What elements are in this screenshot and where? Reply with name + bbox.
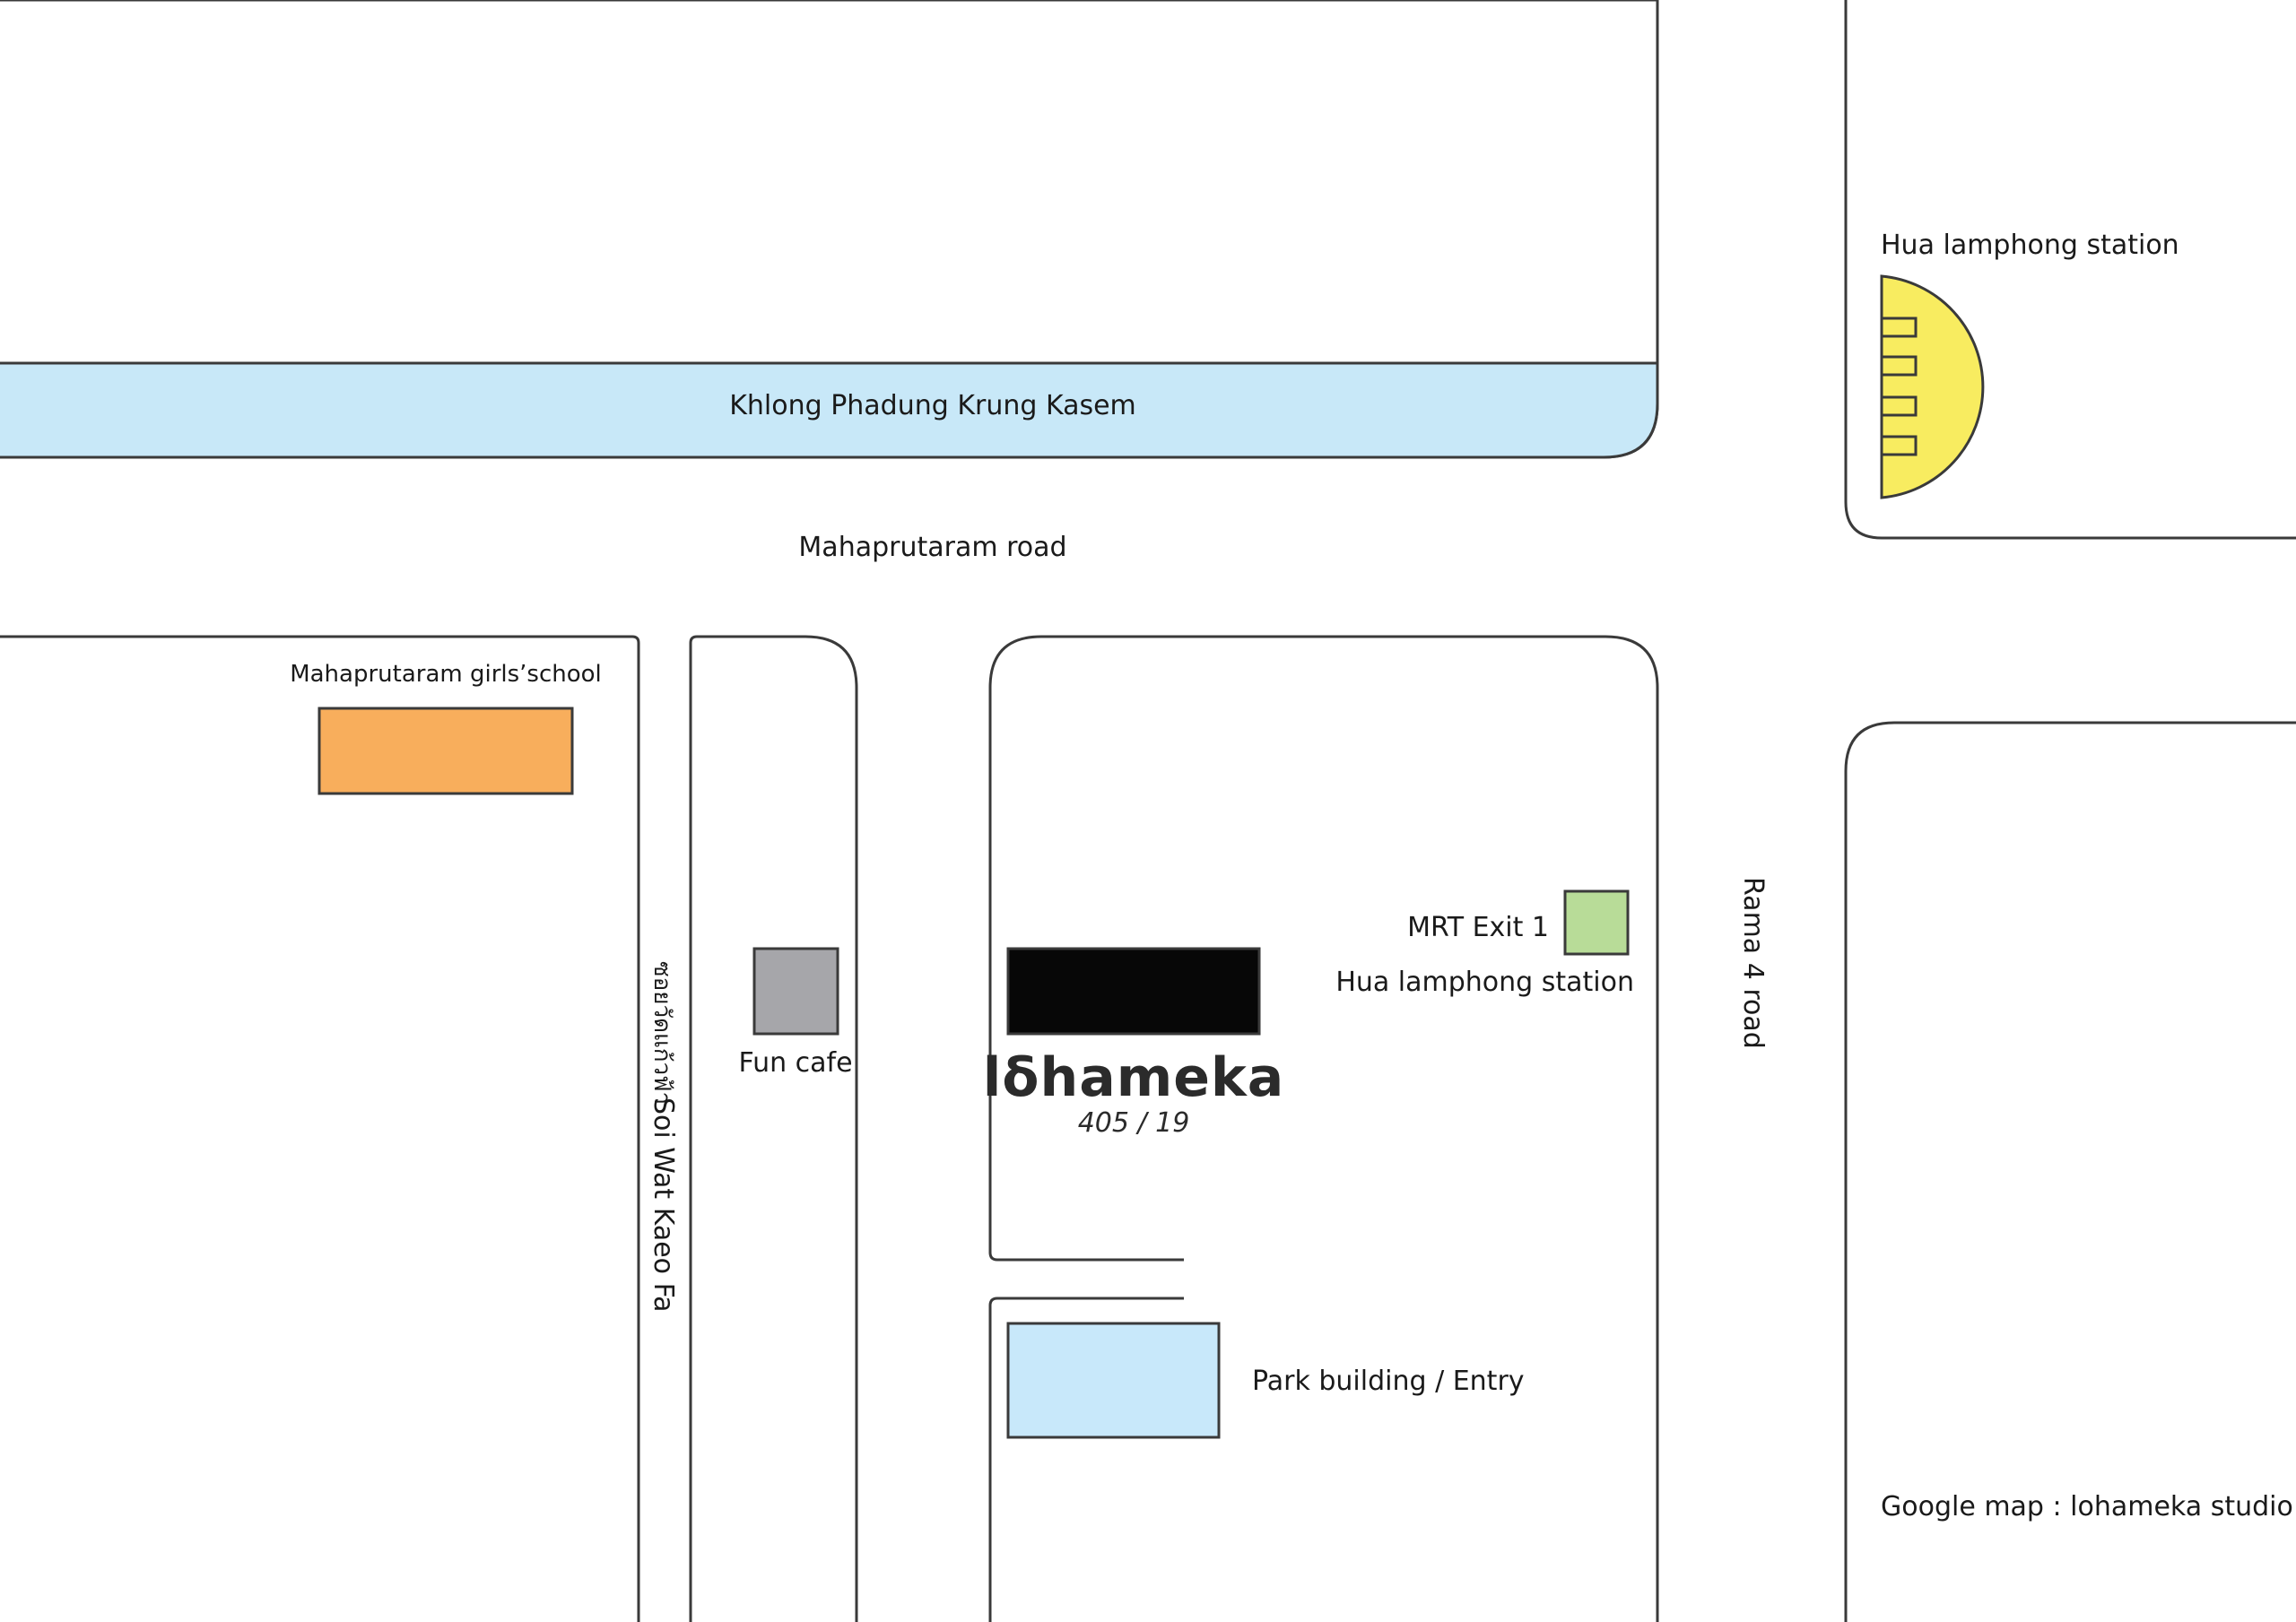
station-label-top: Hua lamphong station (1881, 230, 2179, 261)
soi-label: ซอยวัดแก้วฟ้า Soi Wat Kaeo Fa (648, 961, 679, 1312)
mrt-exit-marker (1563, 889, 1630, 956)
canal-label: Khlong Phadung Krung Kasem (729, 390, 1136, 421)
cafe-building (752, 947, 839, 1036)
park-label: Park building / Entry (1252, 1366, 1525, 1397)
mrt-exit-label: MRT Exit 1 (1407, 912, 1549, 943)
canal (0, 361, 1659, 459)
soi-label-thai: ซอยวัดแก้วฟ้า (648, 961, 675, 1105)
mrt-station-label: Hua lamphong station (1335, 967, 1634, 998)
soi-label-en: Soi Wat Kaeo Fa (648, 1097, 679, 1312)
block-cafe (689, 635, 858, 1622)
rama-road-label: Rama 4 road (1737, 877, 1769, 1049)
metro-station-icon (1880, 274, 1985, 499)
main-road-label: Mahaprutaram road (798, 532, 1066, 563)
school-label: Mahaprutaram girls’school (290, 661, 602, 688)
block-studio (988, 635, 1659, 1622)
google-map-label: Google map : lohameka studio (1881, 1491, 2293, 1522)
block-school (0, 635, 640, 1622)
school-building (317, 707, 574, 795)
park-building (1006, 1322, 1221, 1439)
studio-address: 405 / 19 (1078, 1107, 1190, 1139)
studio-logo: lδhameka (983, 1046, 1285, 1109)
block-east (1844, 721, 2296, 1622)
studio-building (1006, 947, 1261, 1036)
cafe-label: Fun cafe (738, 1047, 852, 1079)
